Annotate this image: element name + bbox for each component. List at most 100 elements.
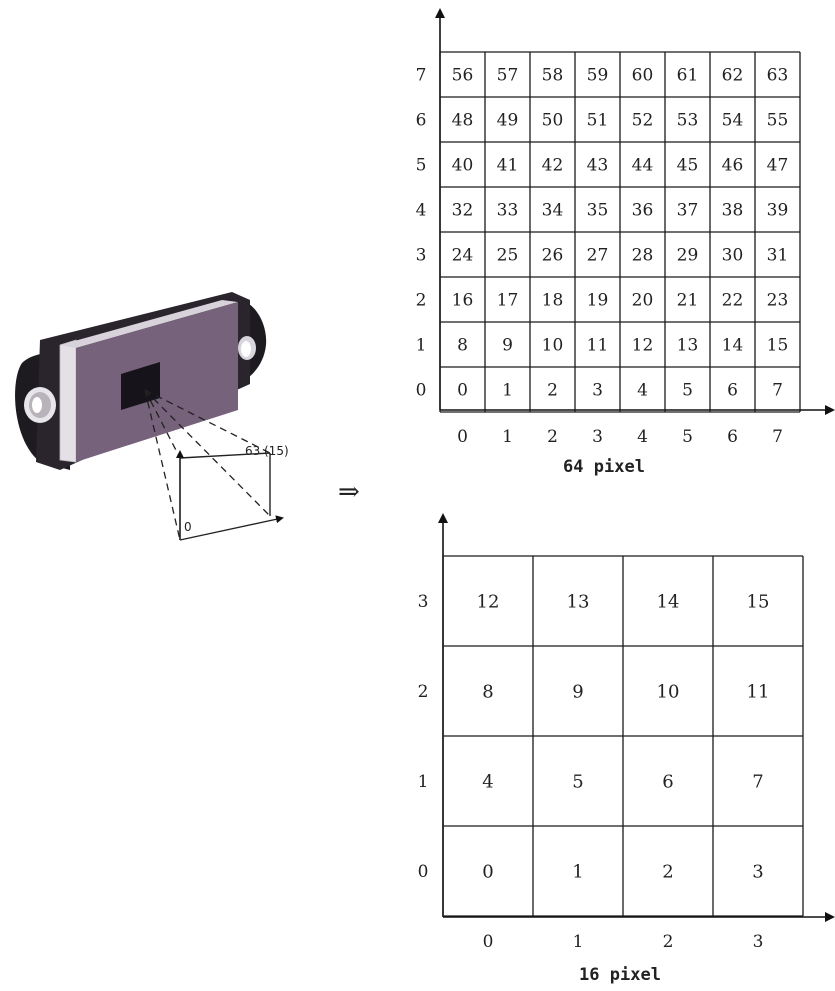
grid64-cell: 56	[452, 66, 474, 86]
grid64-y-tick: 1	[416, 336, 427, 356]
grid64-cell: 20	[632, 291, 654, 311]
grid64-cell: 2	[547, 381, 558, 401]
grid64-y-tick: 5	[416, 156, 427, 176]
grid64-y-ticks: 01234567	[416, 66, 427, 401]
grid64-cell: 41	[497, 156, 519, 176]
frame-max-label: 63	[245, 444, 260, 458]
grid64-cell: 8	[457, 336, 468, 356]
grid64-cell: 50	[542, 111, 564, 131]
grid64-cell: 25	[497, 246, 519, 266]
grid64-cell: 44	[632, 156, 654, 176]
grid64-cell: 34	[542, 201, 564, 221]
grid64-cell: 43	[587, 156, 609, 176]
grid64-cell: 39	[767, 201, 789, 221]
grid64-cell: 59	[587, 66, 609, 86]
grid16-cell: 5	[572, 772, 583, 793]
grid64-cell: 1	[502, 381, 513, 401]
grid16-cell: 3	[752, 862, 763, 883]
grid64-cell: 62	[722, 66, 744, 86]
grid64-cell: 4	[637, 381, 648, 401]
grid64-caption: 64 pixel	[563, 457, 645, 477]
grid64-cell: 10	[542, 336, 564, 356]
grid64-x-tick: 3	[592, 427, 603, 447]
grid16-cell: 2	[662, 862, 673, 883]
grid64-x-tick: 5	[682, 427, 693, 447]
grid-16-pixel: 1213141589101145670123 0123 0123 16 pixe…	[418, 515, 833, 985]
grid64-cell: 0	[457, 381, 468, 401]
grid16-cell: 10	[657, 682, 680, 703]
grid64-y-tick: 2	[416, 291, 427, 311]
grid64-cell: 51	[587, 111, 609, 131]
grid16-x-tick: 0	[483, 932, 494, 952]
implies-arrow-icon: ⇒	[338, 477, 360, 507]
grid64-cell: 45	[677, 156, 699, 176]
grid16-x-tick: 1	[573, 932, 584, 952]
mount-hole-right	[238, 336, 256, 360]
grid16-cell: 8	[482, 682, 493, 703]
grid64-cell: 13	[677, 336, 699, 356]
grid64-cell: 46	[722, 156, 744, 176]
grid64-x-tick: 2	[547, 427, 558, 447]
sensor-illustration: 63 (15) 0	[15, 292, 289, 540]
grid64-cell: 47	[767, 156, 789, 176]
grid16-cell: 11	[747, 682, 770, 703]
grid64-cell: 38	[722, 201, 744, 221]
grid64-cell: 14	[722, 336, 744, 356]
grid64-cell: 42	[542, 156, 564, 176]
grid16-caption: 16 pixel	[579, 965, 661, 985]
grid64-cell: 31	[767, 246, 789, 266]
grid64-cell: 40	[452, 156, 474, 176]
grid16-x-tick: 3	[753, 932, 764, 952]
grid16-y-tick: 1	[418, 772, 429, 792]
grid64-cell: 9	[502, 336, 513, 356]
grid64-cell: 36	[632, 201, 654, 221]
grid64-cell: 15	[767, 336, 789, 356]
grid64-cell: 30	[722, 246, 744, 266]
grid16-y-tick: 2	[418, 682, 429, 702]
grid64-cell: 35	[587, 201, 609, 221]
grid64-cell: 16	[452, 291, 474, 311]
grid64-cell: 48	[452, 111, 474, 131]
grid64-cell: 29	[677, 246, 699, 266]
grid64-cell: 63	[767, 66, 789, 86]
grid64-cell: 58	[542, 66, 564, 86]
grid64-cell: 11	[587, 336, 609, 356]
grid64-cell: 17	[497, 291, 519, 311]
grid16-cell: 12	[477, 592, 500, 613]
grid64-x-tick: 4	[637, 427, 648, 447]
grid64-cell: 37	[677, 201, 699, 221]
grid64-y-tick: 6	[416, 111, 427, 131]
grid64-cell: 26	[542, 246, 564, 266]
grid64-cell: 32	[452, 201, 474, 221]
frame-max-alt-label: (15)	[264, 444, 289, 458]
grid64-cell: 19	[587, 291, 609, 311]
grid16-x-tick: 2	[663, 932, 674, 952]
mount-hole-left	[24, 387, 56, 423]
grid64-cell: 60	[632, 66, 654, 86]
grid16-cell: 15	[747, 592, 770, 613]
grid64-cell: 5	[682, 381, 693, 401]
grid64-cell: 54	[722, 111, 744, 131]
projected-frame	[180, 452, 282, 540]
grid64-y-tick: 4	[416, 201, 427, 221]
grid16-cell: 14	[657, 592, 680, 613]
grid64-cell: 21	[677, 291, 699, 311]
grid64-x-tick: 0	[457, 427, 468, 447]
grid64-cell: 7	[772, 381, 783, 401]
grid64-cell: 12	[632, 336, 654, 356]
grid16-cell: 7	[752, 772, 763, 793]
grid64-x-tick: 7	[772, 427, 783, 447]
grid16-cell: 4	[482, 772, 493, 793]
grid16-cell: 9	[572, 682, 583, 703]
grid16-x-ticks: 0 1 2 3	[483, 932, 764, 952]
grid64-y-tick: 0	[416, 381, 427, 401]
grid64-cell: 61	[677, 66, 699, 86]
grid64-cell: 33	[497, 201, 519, 221]
grid64-lines	[440, 52, 800, 412]
grid64-cell: 28	[632, 246, 654, 266]
grid-64-pixel: 5657585960616263484950515253545540414243…	[416, 10, 833, 477]
grid16-cell: 0	[482, 862, 493, 883]
